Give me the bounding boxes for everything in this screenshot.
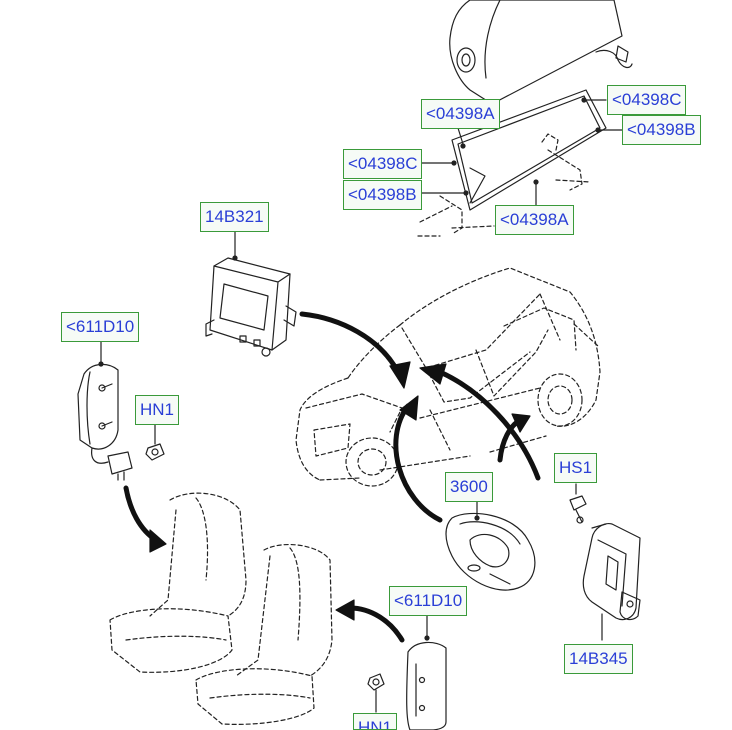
callout-04398b-left[interactable]: <04398B	[343, 180, 422, 210]
callout-3600[interactable]: 3600	[445, 472, 493, 502]
left-side-airbag	[77, 341, 133, 481]
callout-04398c-left[interactable]: <04398C	[343, 149, 423, 179]
callout-04398a-top[interactable]: <04398A	[421, 99, 500, 129]
nut-hn1-lower	[367, 673, 385, 713]
airbag-door-frame	[417, 89, 623, 237]
front-seats-outline	[109, 492, 333, 725]
driver-airbag-module	[445, 501, 536, 591]
callout-04398c-right[interactable]: <04398C	[607, 85, 687, 115]
callout-hs1[interactable]: HS1	[554, 453, 598, 483]
restraint-control-module	[205, 231, 297, 357]
passenger-airbag-module	[449, 0, 633, 105]
impact-sensor	[569, 483, 641, 641]
nut-hn1-upper	[145, 424, 165, 461]
callout-14b345[interactable]: 14B345	[564, 644, 633, 674]
assembly-arrows	[123, 311, 541, 643]
callout-hn1-upper[interactable]: HN1	[135, 395, 180, 425]
callout-04398a-bottom[interactable]: <04398A	[495, 205, 574, 235]
callout-04398b-right[interactable]: <04398B	[622, 115, 701, 145]
callout-14b321[interactable]: 14B321	[200, 202, 269, 232]
right-side-airbag	[406, 611, 447, 730]
callout-hn1-lower[interactable]: HN1	[353, 713, 398, 730]
callout-611d10-bottom[interactable]: <611D10	[389, 586, 468, 616]
callout-611d10-left[interactable]: <611D10	[61, 312, 140, 342]
